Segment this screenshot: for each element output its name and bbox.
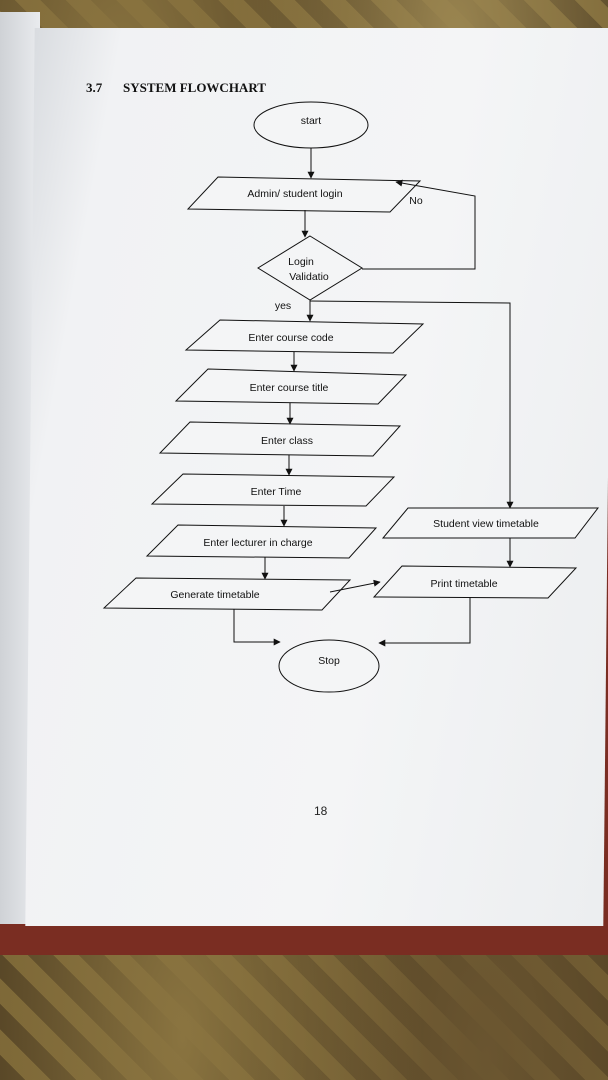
stop-terminator — [278, 639, 380, 693]
page-number: 18 — [314, 804, 328, 818]
yes-label: yes — [275, 300, 291, 312]
arrow-generate-to-stop — [233, 609, 281, 646]
stop-label: Stop — [318, 655, 340, 667]
course-code-parallelogram — [184, 319, 425, 354]
class-label: Enter class — [261, 435, 313, 447]
course-title-label: Enter course title — [250, 382, 329, 394]
class-parallelogram — [158, 421, 402, 457]
validation-diamond — [257, 235, 363, 301]
flowchart-labels: start Admin/ student login Login Validat… — [170, 115, 539, 667]
login-label: Admin/ student login — [247, 188, 342, 200]
print-parallelogram — [372, 565, 578, 599]
student-view-parallelogram — [381, 507, 600, 539]
course-code-label: Enter course code — [248, 332, 333, 344]
course-title-parallelogram — [174, 368, 408, 405]
validation-label-1: Login — [288, 256, 314, 268]
time-label: Enter Time — [251, 486, 302, 498]
start-label: start — [301, 115, 322, 127]
section-title: SYSTEM FLOWCHART — [123, 80, 266, 95]
login-parallelogram — [186, 176, 422, 213]
section-number: 3.7 — [86, 80, 103, 95]
no-label: No — [409, 195, 423, 207]
time-parallelogram — [150, 473, 396, 507]
lecturer-label: Enter lecturer in charge — [203, 537, 312, 549]
validation-label-2: Validatio — [289, 271, 329, 283]
arrow-to-student-view — [309, 300, 514, 509]
arrow-print-to-stop — [378, 597, 471, 647]
student-view-label: Student view timetable — [433, 518, 539, 530]
arrow-no-loop — [362, 179, 476, 270]
lecturer-parallelogram — [145, 524, 378, 559]
generate-parallelogram — [102, 577, 352, 611]
generate-label: Generate timetable — [170, 589, 259, 601]
arrow-generate-to-print — [329, 579, 381, 593]
print-label: Print timetable — [430, 578, 497, 590]
